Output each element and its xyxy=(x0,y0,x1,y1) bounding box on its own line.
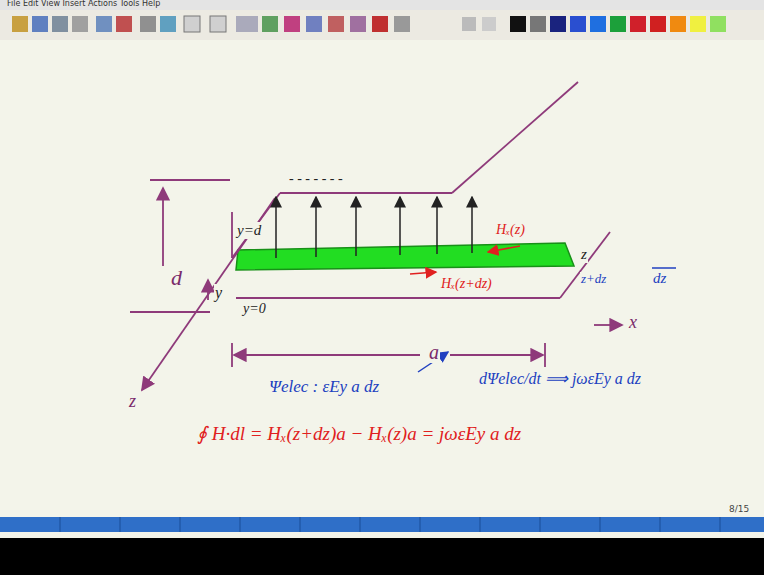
progress-bar xyxy=(0,517,764,532)
field-label: Hₓ(z) xyxy=(495,222,526,237)
toolbar xyxy=(0,10,764,40)
field-label: Hₓ(z+dz) xyxy=(440,276,493,291)
black-band xyxy=(0,538,764,575)
menu-text: File Edit View Insert Actions Tools Help xyxy=(6,0,161,9)
plates-and-axes xyxy=(130,82,622,390)
menu-bar xyxy=(0,0,764,10)
axis-label: y xyxy=(214,284,223,302)
position-label: z xyxy=(580,246,588,263)
dimension-label: d xyxy=(170,266,183,290)
h-field-arrows xyxy=(410,246,520,274)
page-number: 8/15 xyxy=(728,505,750,515)
derivative-equation: dΨelec/dt ⟹ jωεEy a dz xyxy=(478,370,642,388)
width-label: dz xyxy=(652,270,667,287)
axis-label: z xyxy=(128,392,137,412)
green-strip xyxy=(236,243,574,270)
plate-label: y=d xyxy=(236,222,262,239)
plate-label: y=0 xyxy=(242,301,267,316)
position-label: z+dz xyxy=(580,272,607,286)
progress-ticks xyxy=(60,517,720,532)
flux-equation: Ψelec : εEy a dz xyxy=(268,378,380,397)
blue-marks xyxy=(418,268,676,372)
charge-signs: - - - - - - - xyxy=(288,171,344,186)
axis-label: x xyxy=(628,313,638,333)
toolbar-icons xyxy=(12,16,726,32)
e-field-arrows xyxy=(276,197,472,258)
ampere-equation: ∮ H·dl = Hₓ(z+dz)a − Hₓ(z)a = jωεEy a dz xyxy=(196,424,522,445)
dimension-label: a xyxy=(428,341,440,363)
